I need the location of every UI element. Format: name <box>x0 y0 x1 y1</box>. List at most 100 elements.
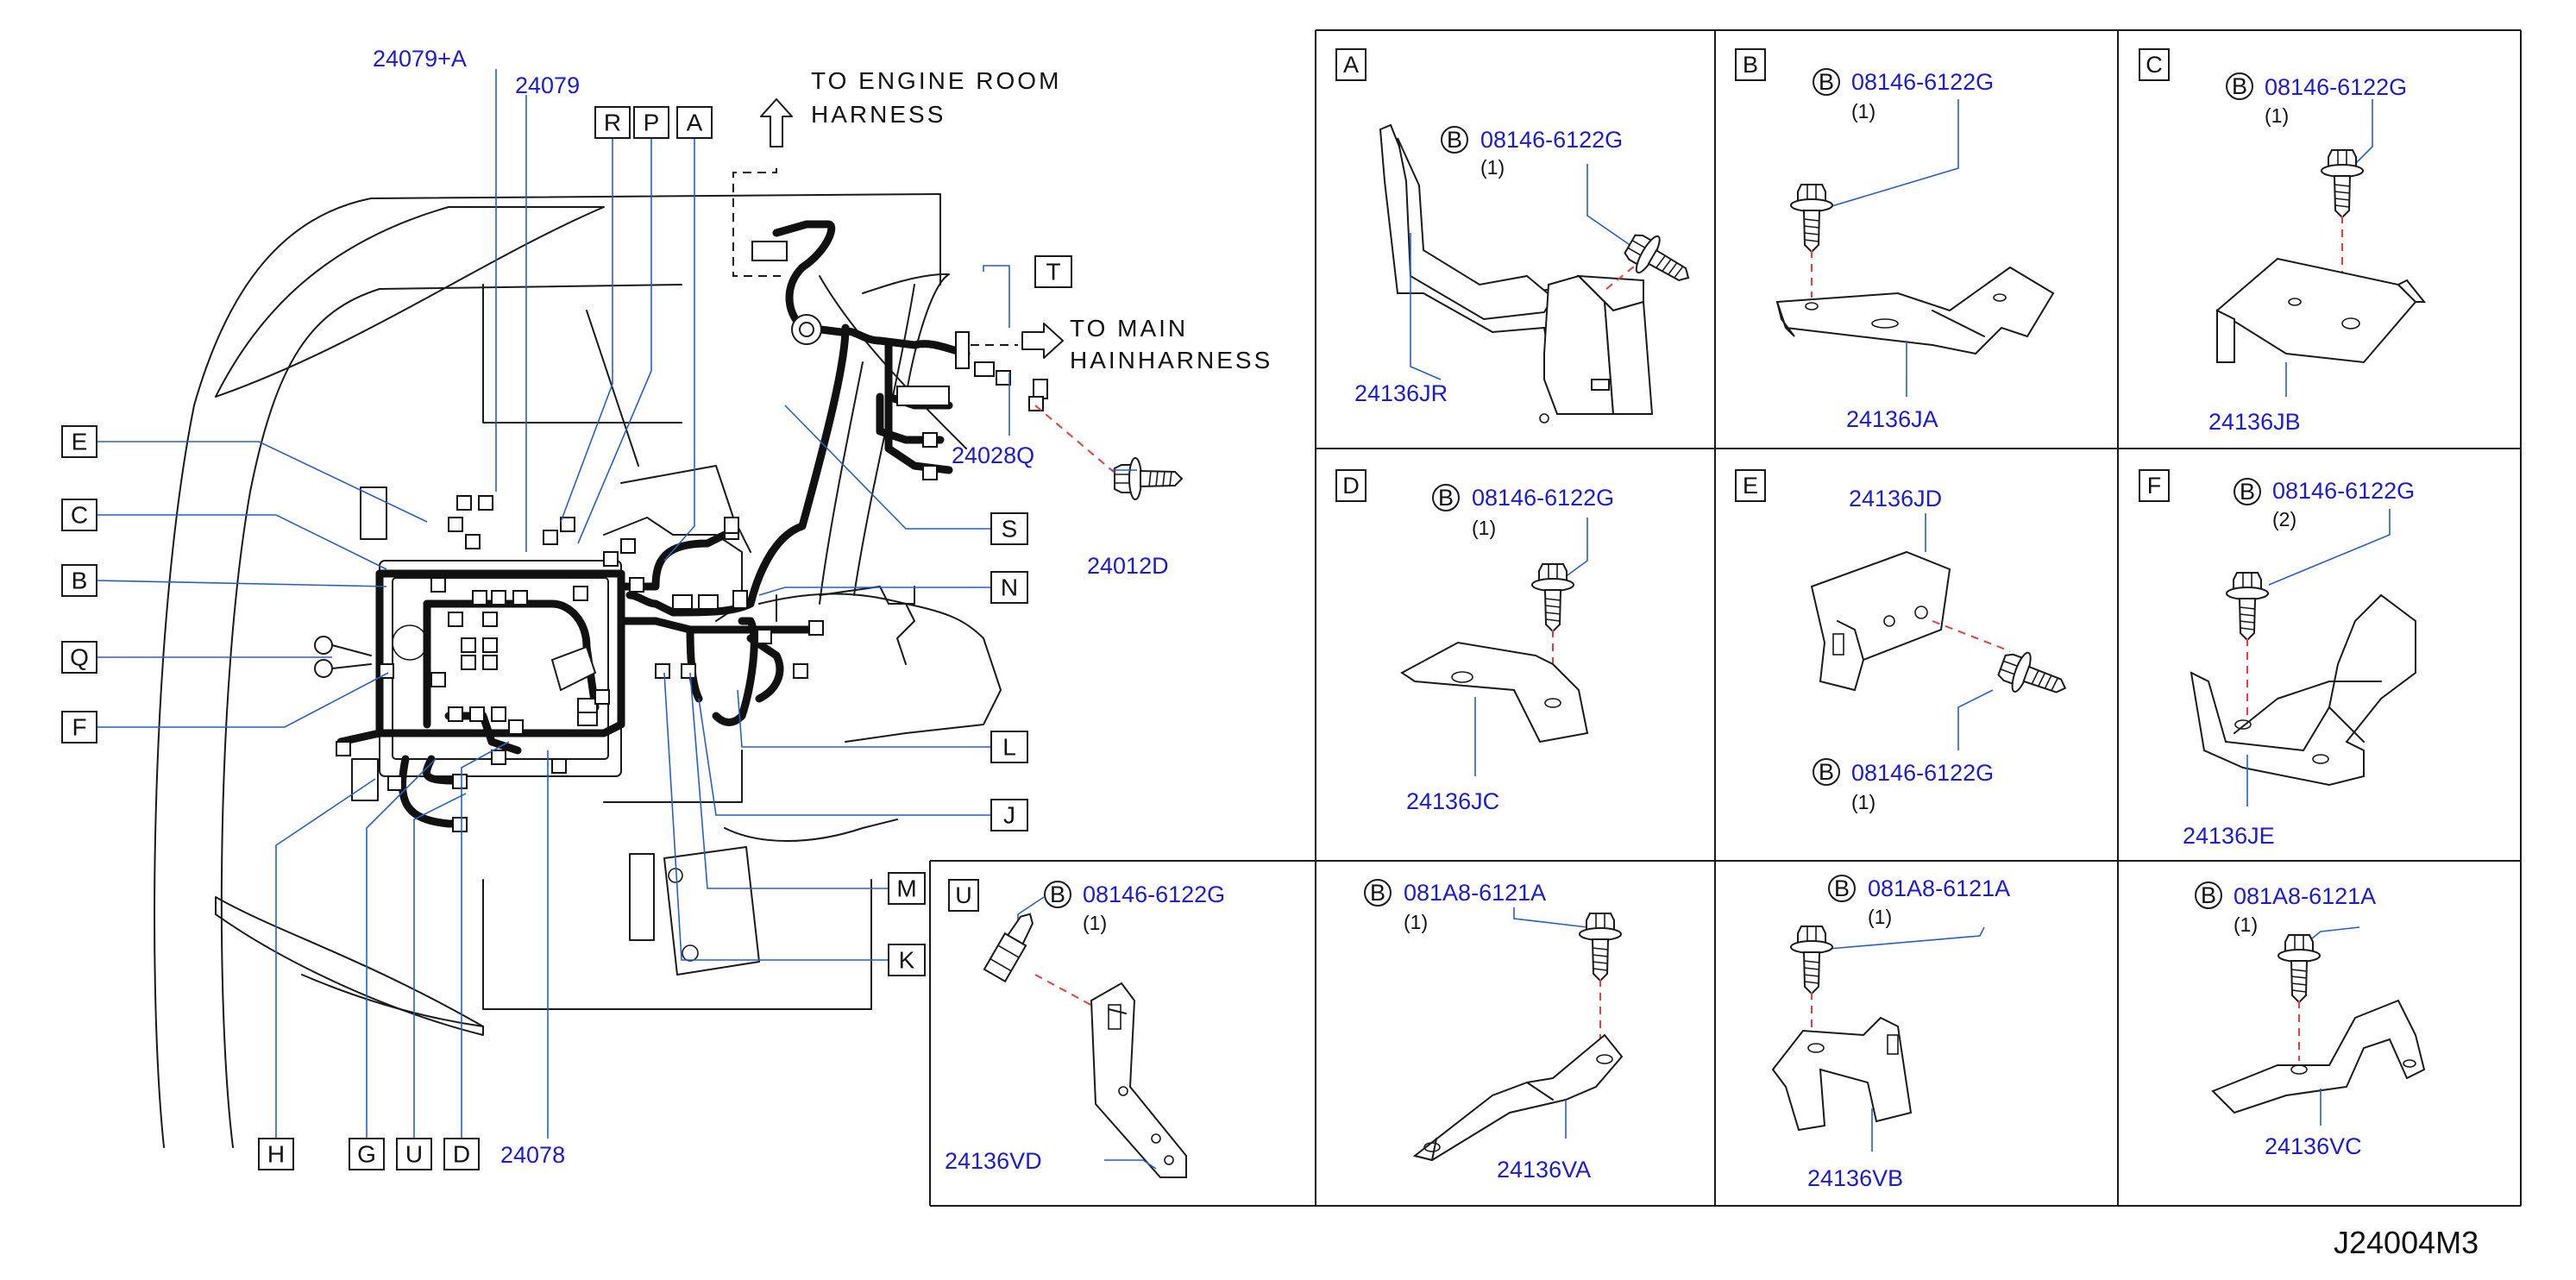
svg-text:A: A <box>1343 52 1359 78</box>
svg-text:24136VD: 24136VD <box>945 1148 1042 1174</box>
svg-text:B: B <box>2232 73 2247 99</box>
callout-L: L <box>990 731 1028 763</box>
callout-F: F <box>61 711 97 744</box>
drawing-code: J24004M3 <box>2334 1225 2479 1260</box>
svg-text:08146-6122G: 08146-6122G <box>2265 74 2407 100</box>
svg-text:F: F <box>2147 473 2162 499</box>
callout-M: M <box>888 872 926 905</box>
svg-text:(1): (1) <box>1480 156 1505 179</box>
svg-text:081A8-6121A: 081A8-6121A <box>1404 880 1546 906</box>
svg-text:B: B <box>1370 880 1385 906</box>
svg-text:08146-6122G: 08146-6122G <box>1472 485 1614 511</box>
engine-room-arrow <box>732 98 793 277</box>
svg-text:M: M <box>896 875 916 902</box>
callout-H: H <box>258 1138 294 1170</box>
panel-a: A B 08146-6122G (1) 24136JR <box>1335 48 1700 424</box>
svg-text:P: P <box>644 110 660 136</box>
svg-text:R: R <box>604 110 621 136</box>
svg-text:08146-6122G: 08146-6122G <box>1851 69 1994 95</box>
svg-text:(1): (1) <box>1868 906 1892 928</box>
svg-text:(1): (1) <box>1472 517 1496 539</box>
callout-U: U <box>396 1138 432 1170</box>
svg-text:N: N <box>1001 574 1018 601</box>
panel-e: E 24136JD B 08146-6122G (1) <box>1735 469 2074 813</box>
bolt-24012d <box>1114 457 1183 500</box>
callout-N: N <box>990 571 1028 604</box>
svg-text:08146-6122G: 08146-6122G <box>1480 127 1623 153</box>
svg-text:24136VA: 24136VA <box>1497 1157 1591 1183</box>
svg-text:24136JC: 24136JC <box>1406 788 1499 814</box>
svg-text:B: B <box>1438 485 1454 511</box>
part-24079-a: 24079+A <box>373 46 467 72</box>
svg-text:F: F <box>72 714 86 741</box>
svg-text:24136JR: 24136JR <box>1354 380 1448 406</box>
svg-text:B: B <box>1050 882 1065 907</box>
main-harness-note-1: TO MAIN <box>1070 315 1188 342</box>
main-harness-arrow <box>971 323 1064 359</box>
svg-text:B: B <box>2201 882 2216 908</box>
svg-text:(1): (1) <box>1083 912 1107 934</box>
svg-text:08146-6122G: 08146-6122G <box>1851 760 1994 786</box>
svg-text:B: B <box>1447 127 1462 153</box>
svg-text:Q: Q <box>70 644 89 671</box>
svg-text:E: E <box>1743 473 1758 499</box>
svg-text:08146-6122G: 08146-6122G <box>1083 882 1225 907</box>
panel-u-clip <box>983 913 1034 983</box>
panel-u-letter: U <box>948 879 979 912</box>
svg-text:24136JB: 24136JB <box>2208 409 2301 435</box>
callout-E: E <box>61 425 97 458</box>
svg-text:S: S <box>1002 516 1018 543</box>
svg-text:D: D <box>1342 473 1360 499</box>
callout-G: G <box>349 1138 385 1170</box>
svg-text:B: B <box>72 568 88 594</box>
svg-text:C: C <box>71 502 88 529</box>
panel-f-letter: F <box>2139 469 2170 502</box>
svg-text:(2): (2) <box>2272 508 2296 530</box>
part-24078: 24078 <box>500 1142 565 1168</box>
callout-D: D <box>443 1138 480 1170</box>
svg-text:J: J <box>1003 802 1015 829</box>
svg-text:(1): (1) <box>1851 100 1875 122</box>
callout-Q: Q <box>61 641 97 674</box>
svg-text:24136VB: 24136VB <box>1807 1165 1903 1191</box>
svg-text:U: U <box>955 882 972 908</box>
callout-T: T <box>1034 255 1072 288</box>
connectors <box>314 241 1048 832</box>
svg-text:B: B <box>1743 52 1758 78</box>
svg-text:(1): (1) <box>1851 791 1875 813</box>
svg-text:B: B <box>1819 69 1834 95</box>
svg-text:B: B <box>1819 759 1834 785</box>
panel-a-letter: A <box>1335 48 1367 81</box>
panel-d-letter: D <box>1335 469 1367 502</box>
callout-S: S <box>990 512 1028 545</box>
svg-text:081A8-6121A: 081A8-6121A <box>1868 875 2010 901</box>
panel-e-letter: E <box>1735 469 1766 502</box>
svg-text:B: B <box>2240 479 2255 505</box>
part-24079: 24079 <box>515 72 580 98</box>
callout-C: C <box>61 499 97 531</box>
callout-K: K <box>888 944 926 976</box>
svg-text:D: D <box>453 1141 470 1168</box>
panel-va: B 081A8-6121A (1) 24136VA <box>1364 879 1624 1183</box>
panel-b-letter: B <box>1735 48 1766 81</box>
main-harness-note-2: HAINHARNESS <box>1070 347 1272 373</box>
callout-J: J <box>990 799 1028 831</box>
bracket-grid <box>929 29 2522 1207</box>
callout-B: B <box>61 564 97 597</box>
panel-d: D B 08146-6122G (1) 24136JC <box>1335 469 1614 814</box>
svg-text:K: K <box>899 947 915 974</box>
panel-c: C B 08146-6122G (1) 24136JB <box>2139 48 2427 435</box>
svg-text:(1): (1) <box>1404 911 1428 933</box>
svg-text:24136VC: 24136VC <box>2265 1133 2362 1159</box>
svg-text:U: U <box>405 1141 423 1168</box>
callout-R: R <box>594 106 631 139</box>
panel-vb: B 081A8-6121A (1) 24136VB <box>1771 875 2010 1191</box>
svg-text:24136JE: 24136JE <box>2183 823 2275 849</box>
svg-text:(1): (1) <box>2265 104 2289 127</box>
panel-f: F B 08146-6122G (2) 24136JE <box>2139 469 2416 849</box>
engine-room-note-1: TO ENGINE ROOM <box>811 67 1061 94</box>
leader-lines <box>96 69 1137 1151</box>
svg-text:E: E <box>72 429 88 455</box>
panel-b: B B 08146-6122G (1) 24136JA <box>1735 48 2055 432</box>
